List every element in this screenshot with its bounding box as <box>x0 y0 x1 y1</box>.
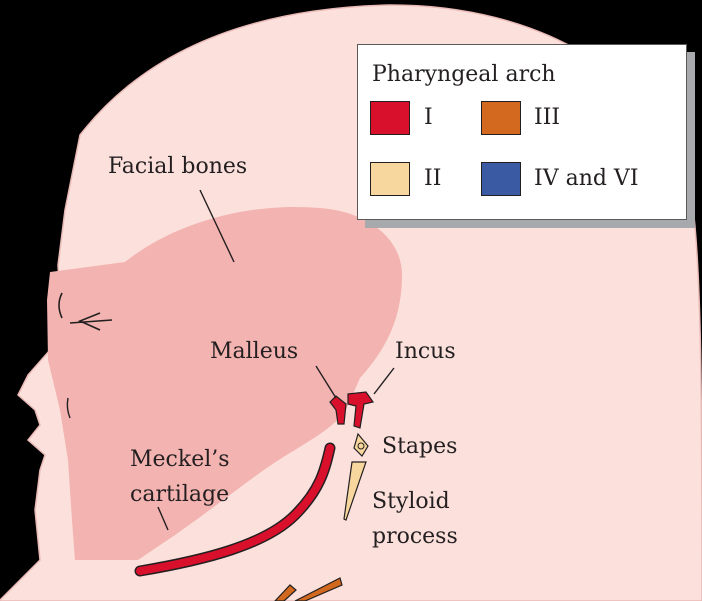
legend-swatch-IV-VI <box>481 162 521 196</box>
legend-swatch-I <box>370 101 410 135</box>
label-meckels: Meckel’s <box>130 446 230 474</box>
legend-swatch-II <box>370 162 410 196</box>
legend-label-III: III <box>534 104 560 132</box>
label-process: process <box>372 523 458 551</box>
label-styloid: Styloid <box>372 488 450 516</box>
label-malleus: Malleus <box>210 338 298 366</box>
legend-label-I: I <box>424 104 433 132</box>
legend-swatch-III <box>481 101 521 135</box>
legend-label-II: II <box>424 165 441 193</box>
label-cartilage: cartilage <box>130 481 229 509</box>
legend-label-IV-VI: IV and VI <box>534 165 639 193</box>
label-incus: Incus <box>395 338 456 366</box>
label-stapes: Stapes <box>382 433 457 461</box>
legend-title: Pharyngeal arch <box>372 61 556 89</box>
label-facial-bones: Facial bones <box>108 153 247 181</box>
legend-box: Pharyngeal arch I III II IV and VI <box>357 44 687 220</box>
